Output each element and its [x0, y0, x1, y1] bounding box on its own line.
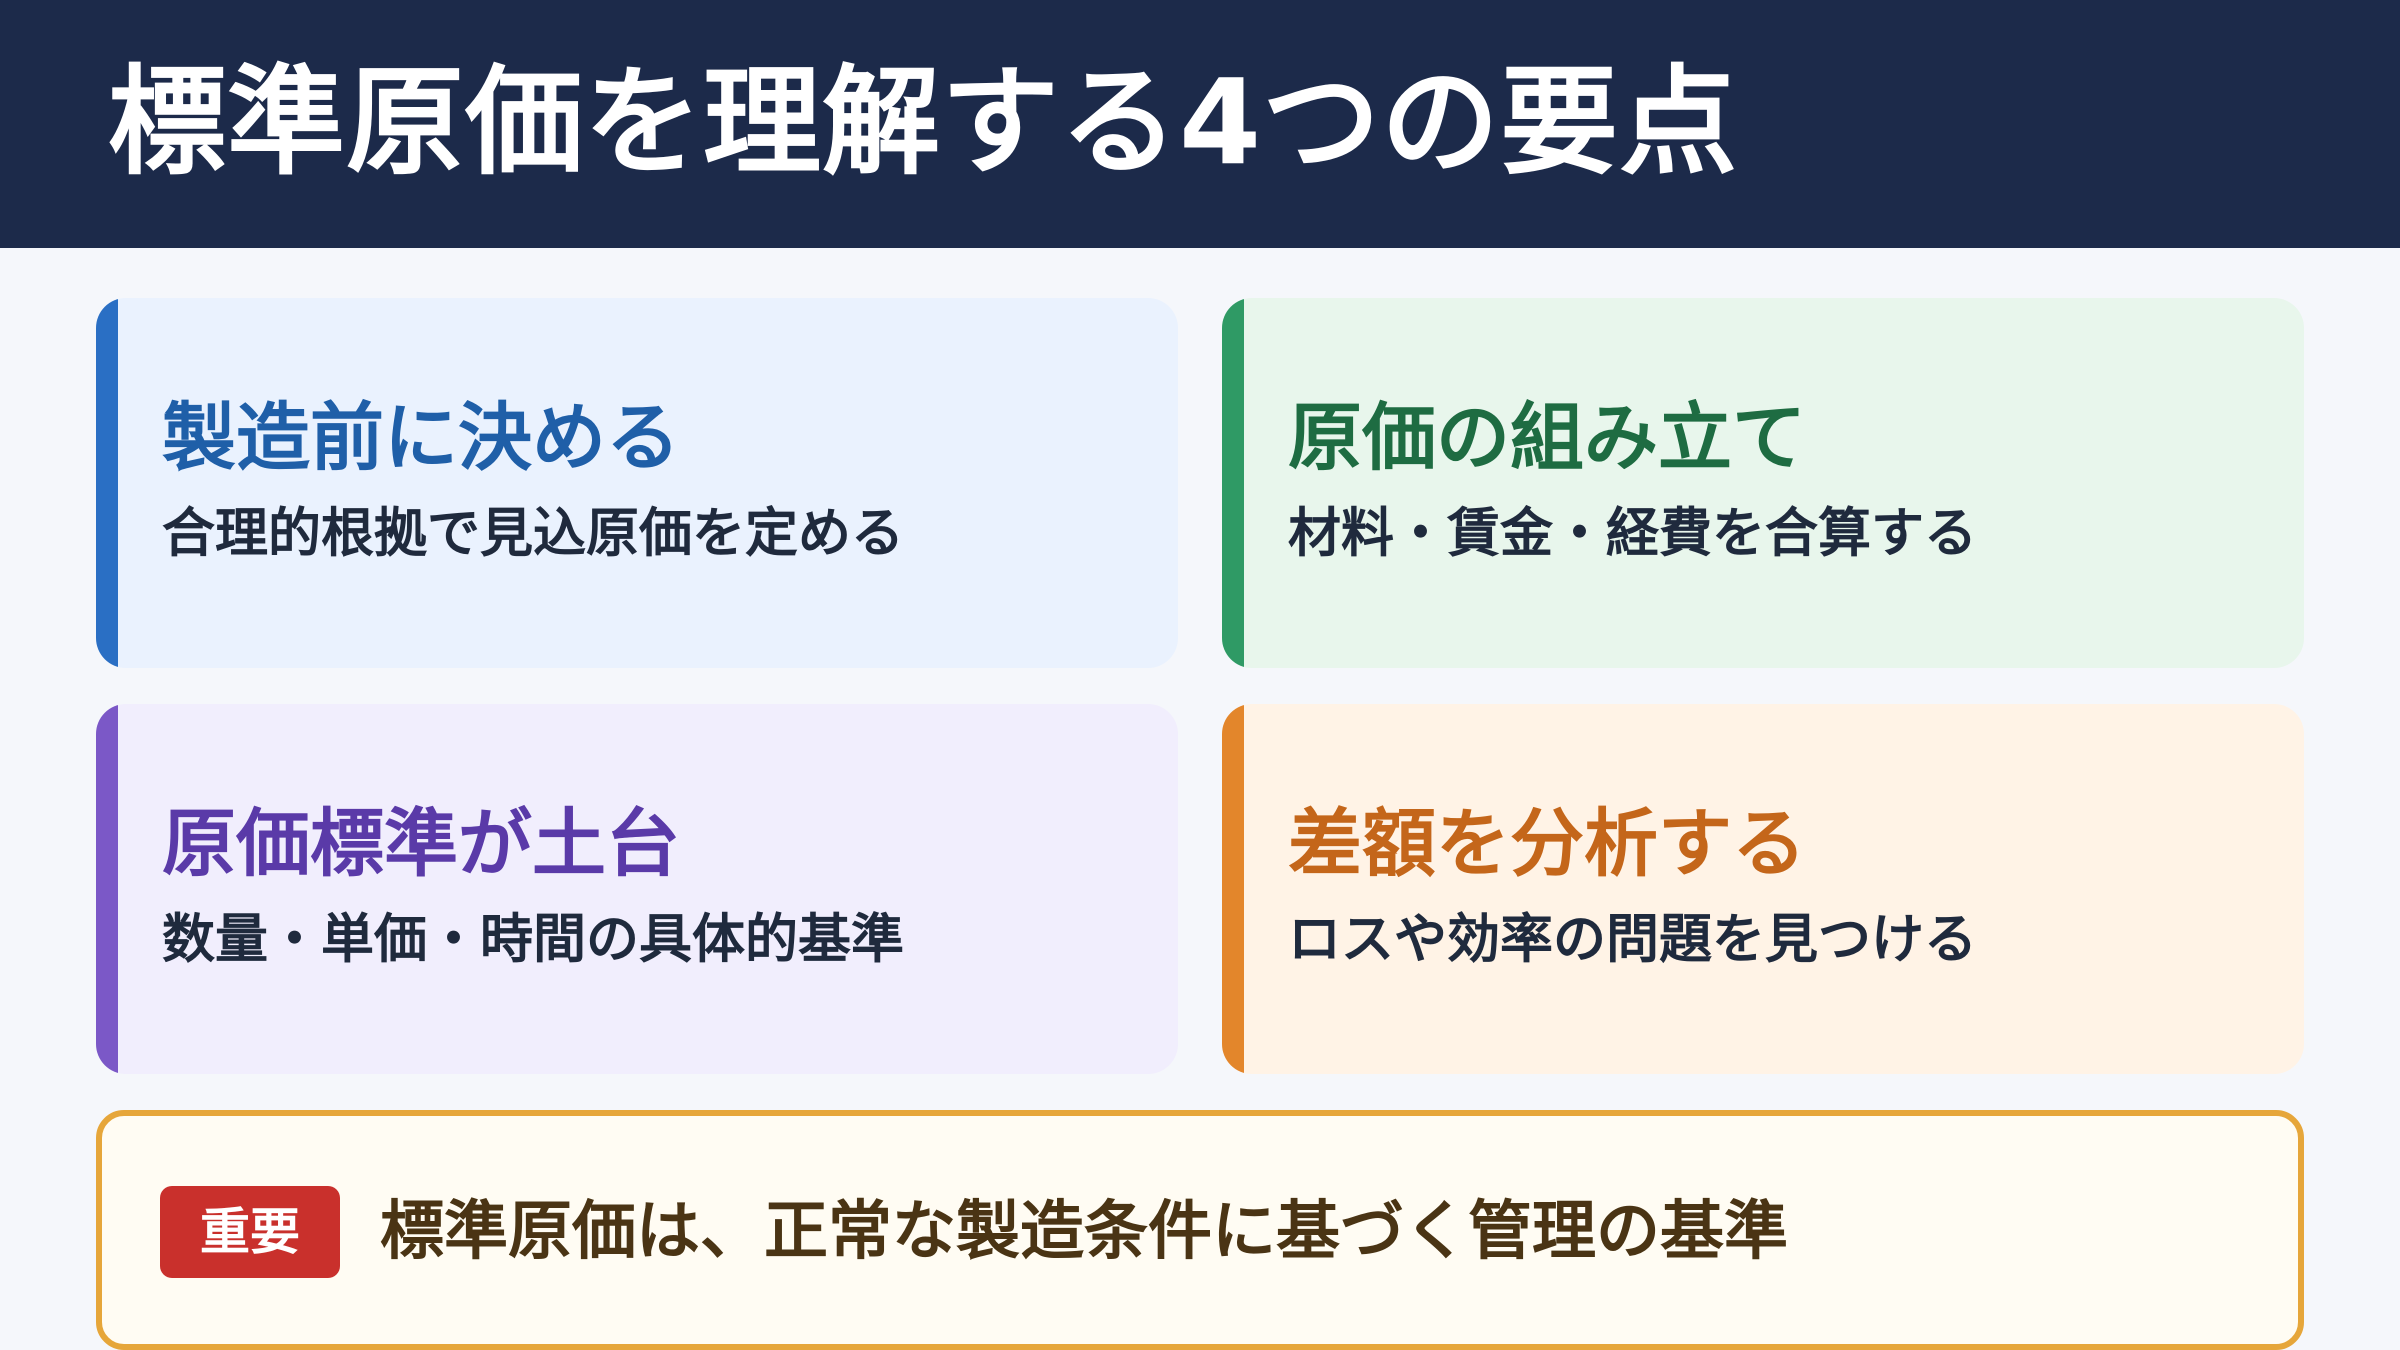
card-description: 合理的根拠で見込原価を定める: [162, 503, 904, 564]
card-accent-bar: [1222, 704, 1244, 1074]
header-bar: 標準原価を理解する4つの要点: [0, 0, 2400, 248]
point-card-3: 原価標準が土台 数量・単価・時間の具体的基準: [96, 704, 1178, 1074]
key-point-box: 重要 標準原価は、正常な製造条件に基づく管理の基準: [96, 1110, 2304, 1350]
card-title: 原価標準が土台: [162, 801, 680, 887]
card-accent-bar: [96, 298, 118, 668]
card-accent-bar: [96, 704, 118, 1074]
card-title: 製造前に決める: [162, 395, 680, 481]
card-description: 材料・賃金・経費を合算する: [1288, 503, 1977, 564]
important-badge: 重要: [160, 1186, 340, 1278]
card-title: 差額を分析する: [1288, 801, 1806, 887]
point-card-1: 製造前に決める 合理的根拠で見込原価を定める: [96, 298, 1178, 668]
page-title: 標準原価を理解する4つの要点: [108, 53, 1739, 191]
point-card-4: 差額を分析する ロスや効率の問題を見つける: [1222, 704, 2304, 1074]
card-description: ロスや効率の問題を見つける: [1288, 909, 1977, 970]
key-point-text: 標準原価は、正常な製造条件に基づく管理の基準: [380, 1195, 1788, 1269]
card-accent-bar: [1222, 298, 1244, 668]
card-title: 原価の組み立て: [1288, 395, 1806, 481]
card-description: 数量・単価・時間の具体的基準: [162, 909, 904, 970]
point-card-2: 原価の組み立て 材料・賃金・経費を合算する: [1222, 298, 2304, 668]
